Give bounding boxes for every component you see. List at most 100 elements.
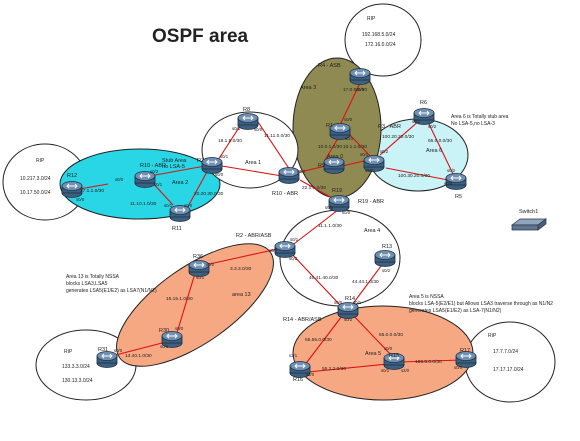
switch-label: Switch1	[519, 209, 538, 215]
area-5-note-1: Area 5 is NSSA	[409, 294, 444, 300]
subnet-label: 11.10.1.0/30	[130, 201, 157, 207]
rip-left-route-2: 10.17.50.0/24	[20, 190, 51, 196]
area-2-note-1: Stub Area	[162, 158, 187, 164]
interface-label: s0/2	[289, 256, 298, 261]
subnet-label: 13.40.1.0/30	[125, 353, 152, 359]
subnet-label: 15.15.1.0/30	[166, 296, 193, 302]
router-label-r3: R3 - ABR	[378, 124, 401, 130]
interface-label: s0/2	[428, 124, 437, 129]
interface-label: s0/0	[342, 210, 351, 215]
area-3-label: Area 3	[300, 85, 316, 91]
router-r4[interactable]	[349, 68, 371, 85]
interface-label: s0/2	[382, 268, 391, 273]
subnet-label: 40.41.40.0/30	[309, 275, 339, 281]
area-2-label: Area 2	[172, 180, 188, 186]
subnet-label: 17.1.1.0/30	[80, 188, 104, 194]
rip-cloud-bottom-right	[464, 321, 556, 403]
rip-bottom-right-label: RIP	[488, 333, 497, 339]
interface-label: s0/0	[344, 117, 353, 122]
interface-label: s2/0	[401, 368, 410, 373]
interface-label: s0/2	[344, 317, 353, 322]
subnet-label: 3.3.3.0/30	[230, 266, 252, 272]
router-label-r19-short: R19	[332, 188, 342, 194]
rip-bottom-left-route-2: 130.13.3.0/24	[62, 378, 93, 384]
interface-label: s0/1	[345, 136, 354, 141]
router-label-r10-abr: R10 - ABR	[272, 191, 298, 197]
router-label-r8: R8	[243, 107, 250, 113]
router-label-r14-short: R14	[345, 296, 355, 302]
interface-label: s0/1	[160, 344, 169, 349]
area-5-label: Area 5	[365, 351, 381, 357]
subnet-label: 20.20.30.0/30	[194, 191, 224, 197]
subnet-label: 55.55.0.0/30	[305, 337, 332, 343]
router-label-r16: R16	[293, 377, 303, 383]
router-label-r5: R5	[455, 194, 462, 200]
router-label-r11: R11	[172, 226, 182, 232]
interface-label: s0/1	[232, 126, 241, 131]
subnet-label: 10.0.1.0/30	[318, 144, 342, 150]
subnet-label: 17.0.0.0/30	[343, 87, 367, 93]
router-label-r10: R10 - ABR	[140, 163, 166, 169]
interface-label: s0/0	[269, 248, 278, 253]
area-13-note-2: blocks LSA3,LSA5	[66, 281, 108, 287]
interface-label: s0/1	[325, 205, 334, 210]
router-r10-abr[interactable]	[278, 167, 300, 184]
rip-cloud-top	[344, 3, 422, 77]
router-r12[interactable]	[61, 181, 83, 198]
interface-label: s0/1	[360, 152, 369, 157]
rip-bottom-left-label: RIP	[64, 349, 73, 355]
area-0-label: Area 0	[327, 154, 343, 160]
router-label-r9: R9	[318, 163, 325, 169]
router-label-r36: R36	[193, 254, 203, 260]
router-label-r17: R17	[460, 348, 470, 354]
area-13-note-3: generates LSA5(E1/E2) as LSA7(N1/N2)	[66, 288, 157, 294]
interface-label: s0/0	[254, 127, 263, 132]
router-label-r4: R4 - ASB	[318, 63, 341, 69]
area-1-shape	[201, 111, 299, 189]
area-5-note-2: blocks LSA-5(E2/E1) but Allows LSA3 trav…	[409, 301, 553, 307]
subnet-label: 100.20.20.0/30	[382, 134, 414, 140]
router-label-r19: R19 - ABR	[358, 199, 384, 205]
router-r13[interactable]	[374, 250, 396, 267]
interface-label: s0/0	[206, 262, 215, 267]
subnet-label: 11.11.0.0/30	[264, 133, 290, 139]
rip-top-label: RIP	[367, 16, 376, 22]
interface-label: s0/2	[380, 149, 389, 154]
router-label-r13: R13	[382, 244, 392, 250]
interface-label: s0/2	[297, 169, 306, 174]
interface-label: s0/0	[454, 365, 463, 370]
router-label-r15: R15	[389, 353, 399, 359]
area-6-note-1: Area 6 is Totally stub area	[451, 114, 509, 120]
interface-label: s0/2	[447, 168, 456, 173]
subnet-label: 22.1.1.0/30	[302, 185, 326, 191]
area-2-note-2: no LSA-5	[162, 164, 185, 170]
interface-label: s0/1	[412, 119, 421, 124]
interface-label: s0/0	[215, 172, 224, 177]
interface-label: s0/0	[356, 87, 365, 92]
interface-label: s0/0	[184, 203, 193, 208]
interface-label: s0/0	[334, 300, 343, 305]
interface-label: s0/1	[290, 237, 299, 242]
router-label-r30: R30	[159, 328, 169, 334]
area-13-label: area 13	[232, 292, 251, 298]
rip-left-route-1: 10.217.3.0/24	[20, 176, 51, 182]
subnet-label: 55.0.0.0/30	[379, 332, 403, 338]
area-13-shape	[116, 243, 274, 367]
router-label-r2: R2 - ABR/ASB	[236, 233, 272, 239]
interface-label: s0/0	[365, 168, 374, 173]
interface-label: s0/0	[384, 346, 393, 351]
router-r31[interactable]	[96, 351, 118, 368]
subnet-label: 55.2.2.0/30	[322, 366, 346, 372]
router-label-r14: R14 - ABR/ASB	[283, 317, 322, 323]
area-4-label: Area 4	[364, 228, 380, 234]
interface-label: s0/2	[150, 169, 159, 174]
router-label-r6: R6	[420, 100, 427, 106]
switch-icon[interactable]	[510, 218, 548, 231]
interface-label: s0/1	[164, 203, 173, 208]
subnet-label: 18.1.8.0/30	[218, 138, 242, 144]
subnet-label: 10.1.1.0/30	[343, 144, 367, 150]
area-13-note-1: Area 13 is Totally NSSA	[66, 274, 120, 280]
subnet-label: 100.30.20.0/30	[398, 173, 430, 179]
interface-label: s0/1	[381, 368, 390, 373]
